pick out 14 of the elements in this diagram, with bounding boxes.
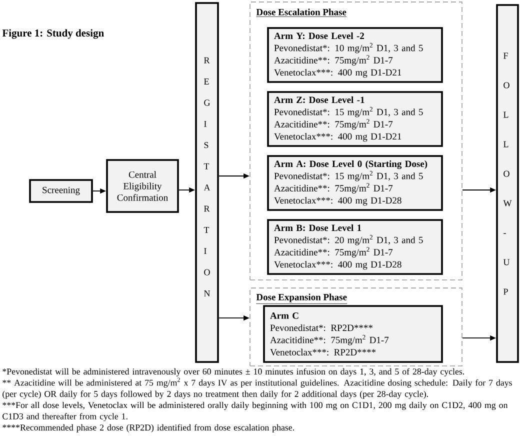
footnote: ***For all dose levels, Venetoclax will be administered orally daily beginning with 100 mg on C1D1, 200 mg daily on C1D2, 400 mg on C1D3 and thereafter from cycle 1. [2,402,508,422]
arm-box: Arm A: Dose Level 0 (Starting Dose) Pevonedistat*: 15 mg/m$^{2}$ D1, 3 and 5 Azacitidine**: 75mg/m$^{2}$ D1-7 Venetoclax***: 400 mg D1-D28 [267,155,443,211]
footnote: ****Recommended phase 2 dose (RP2D) identified from dose escalation phase. [2,424,294,432]
arm-box: Arm B: Dose Level 1 Pevonedistat*: 20 mg/m$^{2}$ D1, 3 and 5 Azacitidine**: 75mg/m$^{2}$ D1-7 Venetoclax***: 400 mg D1-D28 [267,219,443,275]
process-box: Central Eligibility Confirmation [106,159,179,213]
process-box: Screening [29,179,93,203]
arm-box: Arm C Pevonedistat*: RP2D**** Azacitidine**: 75mg/m$^{2}$ D1-7 Venetoclax***: RP2D**** [263,305,443,363]
arm-box: Arm Z: Dose Level -1 Pevonedistat*: 15 mg/m$^{2}$ D1, 3 and 5 Azacitidine**: 75mg/m$^{2}$ D1-7 Venetoclax***: 400 mg D1-D21 [267,91,443,147]
vertical-bar: FOLLOW-UP [496,4,519,363]
footnote: ** Azacitidine will be administered at 75 mg/m$^{2}$ x 7 days IV as per institutional guidelines. Azacitidine dosing schedule: Daily for 7 days (per cycle) OR daily for 5 days followed by 2 days no treatment then daily for 2 additional days (per 28-day cycle). [2,378,512,399]
vertical-bar: REGISTARTION [195,2,219,363]
footnote: *Pevonedistat will be administered intravenously over 60 minutes ± 10 minutes infusion on days 1, 3, and 5 of 28-day cycles. [2,368,464,376]
arm-box: Arm Y: Dose Level -2 Pevonedistat*: 10 mg/m$^{2}$ D1, 3 and 5 Azacitidine**: 75mg/m$^{2}$ D1-7 Venetoclax***: 400 mg D1-D21 [267,27,443,83]
figure-title: Figure 1: Study design [2,29,104,39]
